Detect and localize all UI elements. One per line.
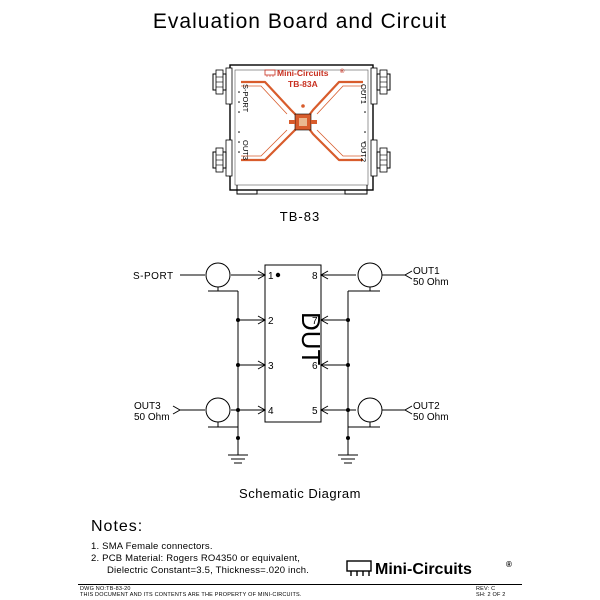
board-out1-label: OUT1 xyxy=(359,84,368,104)
pin-2-label: 2 xyxy=(268,316,274,327)
ground-traces xyxy=(241,85,363,157)
out3-label: OUT3 xyxy=(134,401,161,412)
dut-body xyxy=(264,264,322,423)
footer-divider xyxy=(78,584,522,585)
pin1-indicator-icon xyxy=(275,272,281,278)
via-holes xyxy=(238,91,366,153)
notes-title: Notes: xyxy=(91,518,144,535)
sma-connector-out1-icon xyxy=(376,69,391,95)
evaluation-board-drawing: Mini-Circuits ® TB-83A S-PORT OUT3 OUT1 … xyxy=(212,64,391,195)
pin-3-label: 3 xyxy=(268,361,274,372)
note-item-2: 2. PCB Material: Rogers RO4350 or equiva… xyxy=(91,553,301,564)
page-title: Evaluation Board and Circuit xyxy=(152,10,448,33)
board-out3-label: OUT3 xyxy=(241,140,250,160)
schematic-diagram: DUT 1 2 3 4 5 6 7 8 S-PORT OUT1 50 Ohm O… xyxy=(133,262,449,464)
property-notice: THIS DOCUMENT AND ITS CONTENTS ARE THE P… xyxy=(80,592,302,598)
mounting-bracket xyxy=(236,185,368,195)
junction-dots xyxy=(236,272,350,440)
pin-6-label: 6 xyxy=(312,361,318,372)
out2-connector-icon xyxy=(357,397,383,423)
sma-connector-s-port-icon xyxy=(212,69,227,95)
out1-label: OUT1 xyxy=(413,266,440,277)
board-logo-icon xyxy=(264,69,276,77)
sma-connector-out3-icon xyxy=(212,147,227,173)
board-brand-label: Mini-Circuits xyxy=(277,68,329,78)
out2-label: OUT2 xyxy=(413,401,440,412)
board-model-label: TB-83A xyxy=(288,79,318,89)
pin-1-label: 1 xyxy=(268,271,274,282)
logo-registered-mark: ® xyxy=(506,560,512,569)
out2-impedance: 50 Ohm xyxy=(413,412,449,423)
note-item-2-continued: Dielectric Constant=3.5, Thickness=.020 … xyxy=(107,565,310,576)
pin-7-label: 7 xyxy=(312,316,318,327)
pin-8-label: 8 xyxy=(312,271,318,282)
dut-label: DUT xyxy=(296,312,326,366)
pin-4-label: 4 xyxy=(268,406,274,417)
sheet-number: SH: 2 OF 2 xyxy=(476,592,506,598)
drawing-number: DWG NO:TB-83-20 xyxy=(80,586,131,592)
out1-impedance: 50 Ohm xyxy=(413,277,449,288)
board-out2-label: OUT2 xyxy=(359,142,368,162)
out1-connector-icon xyxy=(357,262,383,288)
revision: REV: C xyxy=(476,586,496,592)
pin-5-label: 5 xyxy=(312,406,318,417)
board-caption: TB-83 xyxy=(279,209,321,224)
note-item-1: 1. SMA Female connectors. xyxy=(91,541,213,552)
board-registered-mark: ® xyxy=(340,68,345,75)
mini-circuits-logo: Mini-Circuits ® xyxy=(346,560,512,578)
chip-logo-icon xyxy=(346,560,372,576)
board-s-port-label: S-PORT xyxy=(241,84,250,113)
schematic-caption: Schematic Diagram xyxy=(239,486,361,501)
out3-connector-icon xyxy=(205,397,231,423)
out3-impedance: 50 Ohm xyxy=(134,412,170,423)
s-port-connector-icon xyxy=(205,262,231,288)
sma-connector-out2-icon xyxy=(376,147,391,173)
s-port-label: S-PORT xyxy=(133,271,174,282)
logo-text: Mini-Circuits xyxy=(375,561,472,578)
